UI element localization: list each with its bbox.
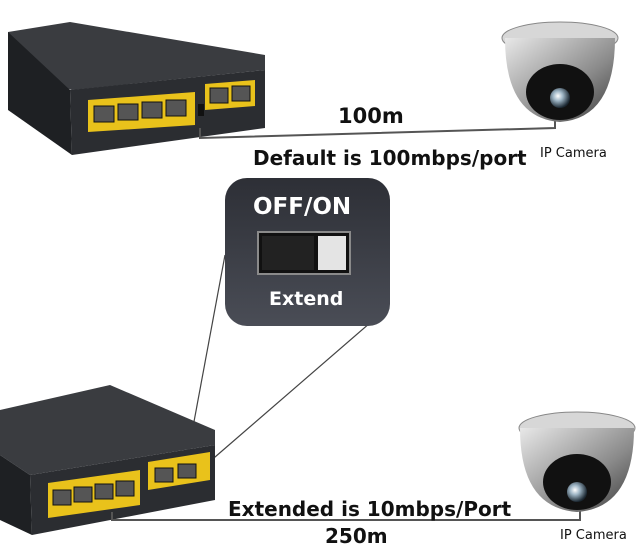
bottom-ip-camera [518, 411, 636, 512]
bottom-distance-label: 250m [325, 524, 388, 548]
dip-switch-callout [225, 178, 390, 326]
bottom-cable [111, 504, 581, 521]
callout-extend-label: Extend [269, 288, 344, 310]
top-mode-text: Default is 100mbps/port [253, 146, 527, 170]
top-poe-switch [8, 22, 265, 155]
top-distance-label: 100m [338, 104, 404, 128]
callout-line-right [199, 309, 386, 471]
bottom-mode-text: Extended is 10mbps/Port [228, 497, 512, 521]
top-ip-camera [501, 21, 619, 122]
bottom-poe-switch [0, 385, 215, 535]
callout-title: OFF/ON [253, 194, 352, 220]
bottom-camera-label: IP Camera [560, 528, 627, 543]
top-camera-label: IP Camera [540, 146, 607, 161]
